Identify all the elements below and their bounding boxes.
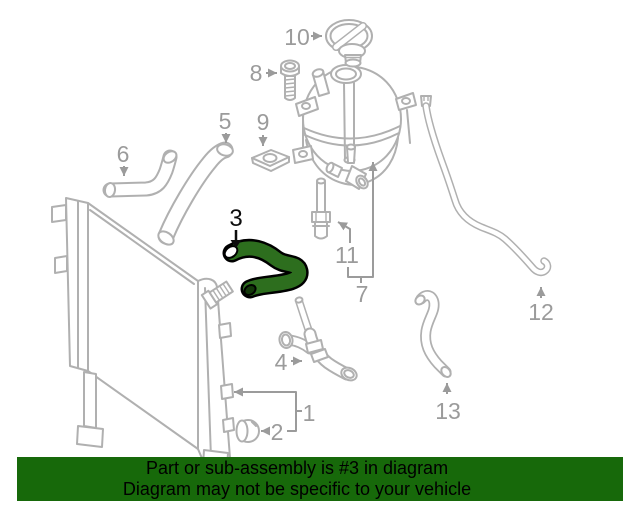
hose-13-drawing[interactable] xyxy=(414,290,453,379)
bolt-drawing[interactable] xyxy=(280,59,300,101)
part-callout-3[interactable]: 3 xyxy=(229,205,243,248)
part-label-12[interactable]: 12 xyxy=(528,299,554,325)
part-label-5[interactable]: 5 xyxy=(219,108,232,134)
part-label-13[interactable]: 13 xyxy=(435,398,461,424)
part-label-3-highlighted[interactable]: 3 xyxy=(229,205,242,232)
part-callout-6[interactable]: 6 xyxy=(117,141,130,176)
hose-3-highlighted-drawing[interactable] xyxy=(222,238,309,299)
part-callout-13[interactable]: 13 xyxy=(435,383,461,424)
radiator-drawing[interactable] xyxy=(51,197,235,469)
level-sensor-drawing[interactable] xyxy=(311,177,331,240)
part-callout-4[interactable]: 4 xyxy=(275,349,302,375)
part-label-4[interactable]: 4 xyxy=(275,349,288,375)
part-callout-7[interactable]: 7 xyxy=(347,162,378,307)
hose-6-drawing[interactable] xyxy=(102,149,179,198)
expansion-tank-drawing[interactable] xyxy=(292,64,417,191)
grommet-plate-drawing[interactable] xyxy=(251,149,290,172)
part-label-1[interactable]: 1 xyxy=(303,400,316,426)
arrow-down-icon xyxy=(230,240,242,248)
bleed-pipe-drawing[interactable] xyxy=(420,95,552,277)
banner-line-1: Part or sub-assembly is #3 in diagram xyxy=(145,458,449,478)
part-callout-2[interactable]: 2 xyxy=(261,419,283,445)
highlight-banner: Part or sub-assembly is #3 in diagram Di… xyxy=(17,457,623,501)
part-label-11[interactable]: 11 xyxy=(335,242,359,268)
part-callout-8[interactable]: 8 xyxy=(250,60,277,86)
part-callout-1[interactable]: 1 xyxy=(234,387,316,432)
part-label-10[interactable]: 10 xyxy=(284,24,310,50)
part-callout-11[interactable]: 11 xyxy=(335,221,359,268)
hose-5-drawing[interactable] xyxy=(156,141,234,248)
part-callout-9[interactable]: 9 xyxy=(257,109,270,146)
part-label-2[interactable]: 2 xyxy=(271,419,284,445)
part-label-8[interactable]: 8 xyxy=(250,60,263,86)
part-callout-10[interactable]: 10 xyxy=(284,24,322,50)
reservoir-cap-drawing[interactable] xyxy=(325,19,373,68)
part-label-7[interactable]: 7 xyxy=(356,281,369,307)
part-label-6[interactable]: 6 xyxy=(117,141,130,167)
part-label-9[interactable]: 9 xyxy=(257,109,270,135)
banner-line-2: Diagram may not be specific to your vehi… xyxy=(122,479,472,499)
part-callout-5[interactable]: 5 xyxy=(219,108,232,143)
hose-4-drawing[interactable] xyxy=(278,296,359,383)
part-callout-12[interactable]: 12 xyxy=(528,287,554,325)
drain-plug-drawing[interactable] xyxy=(235,419,260,443)
